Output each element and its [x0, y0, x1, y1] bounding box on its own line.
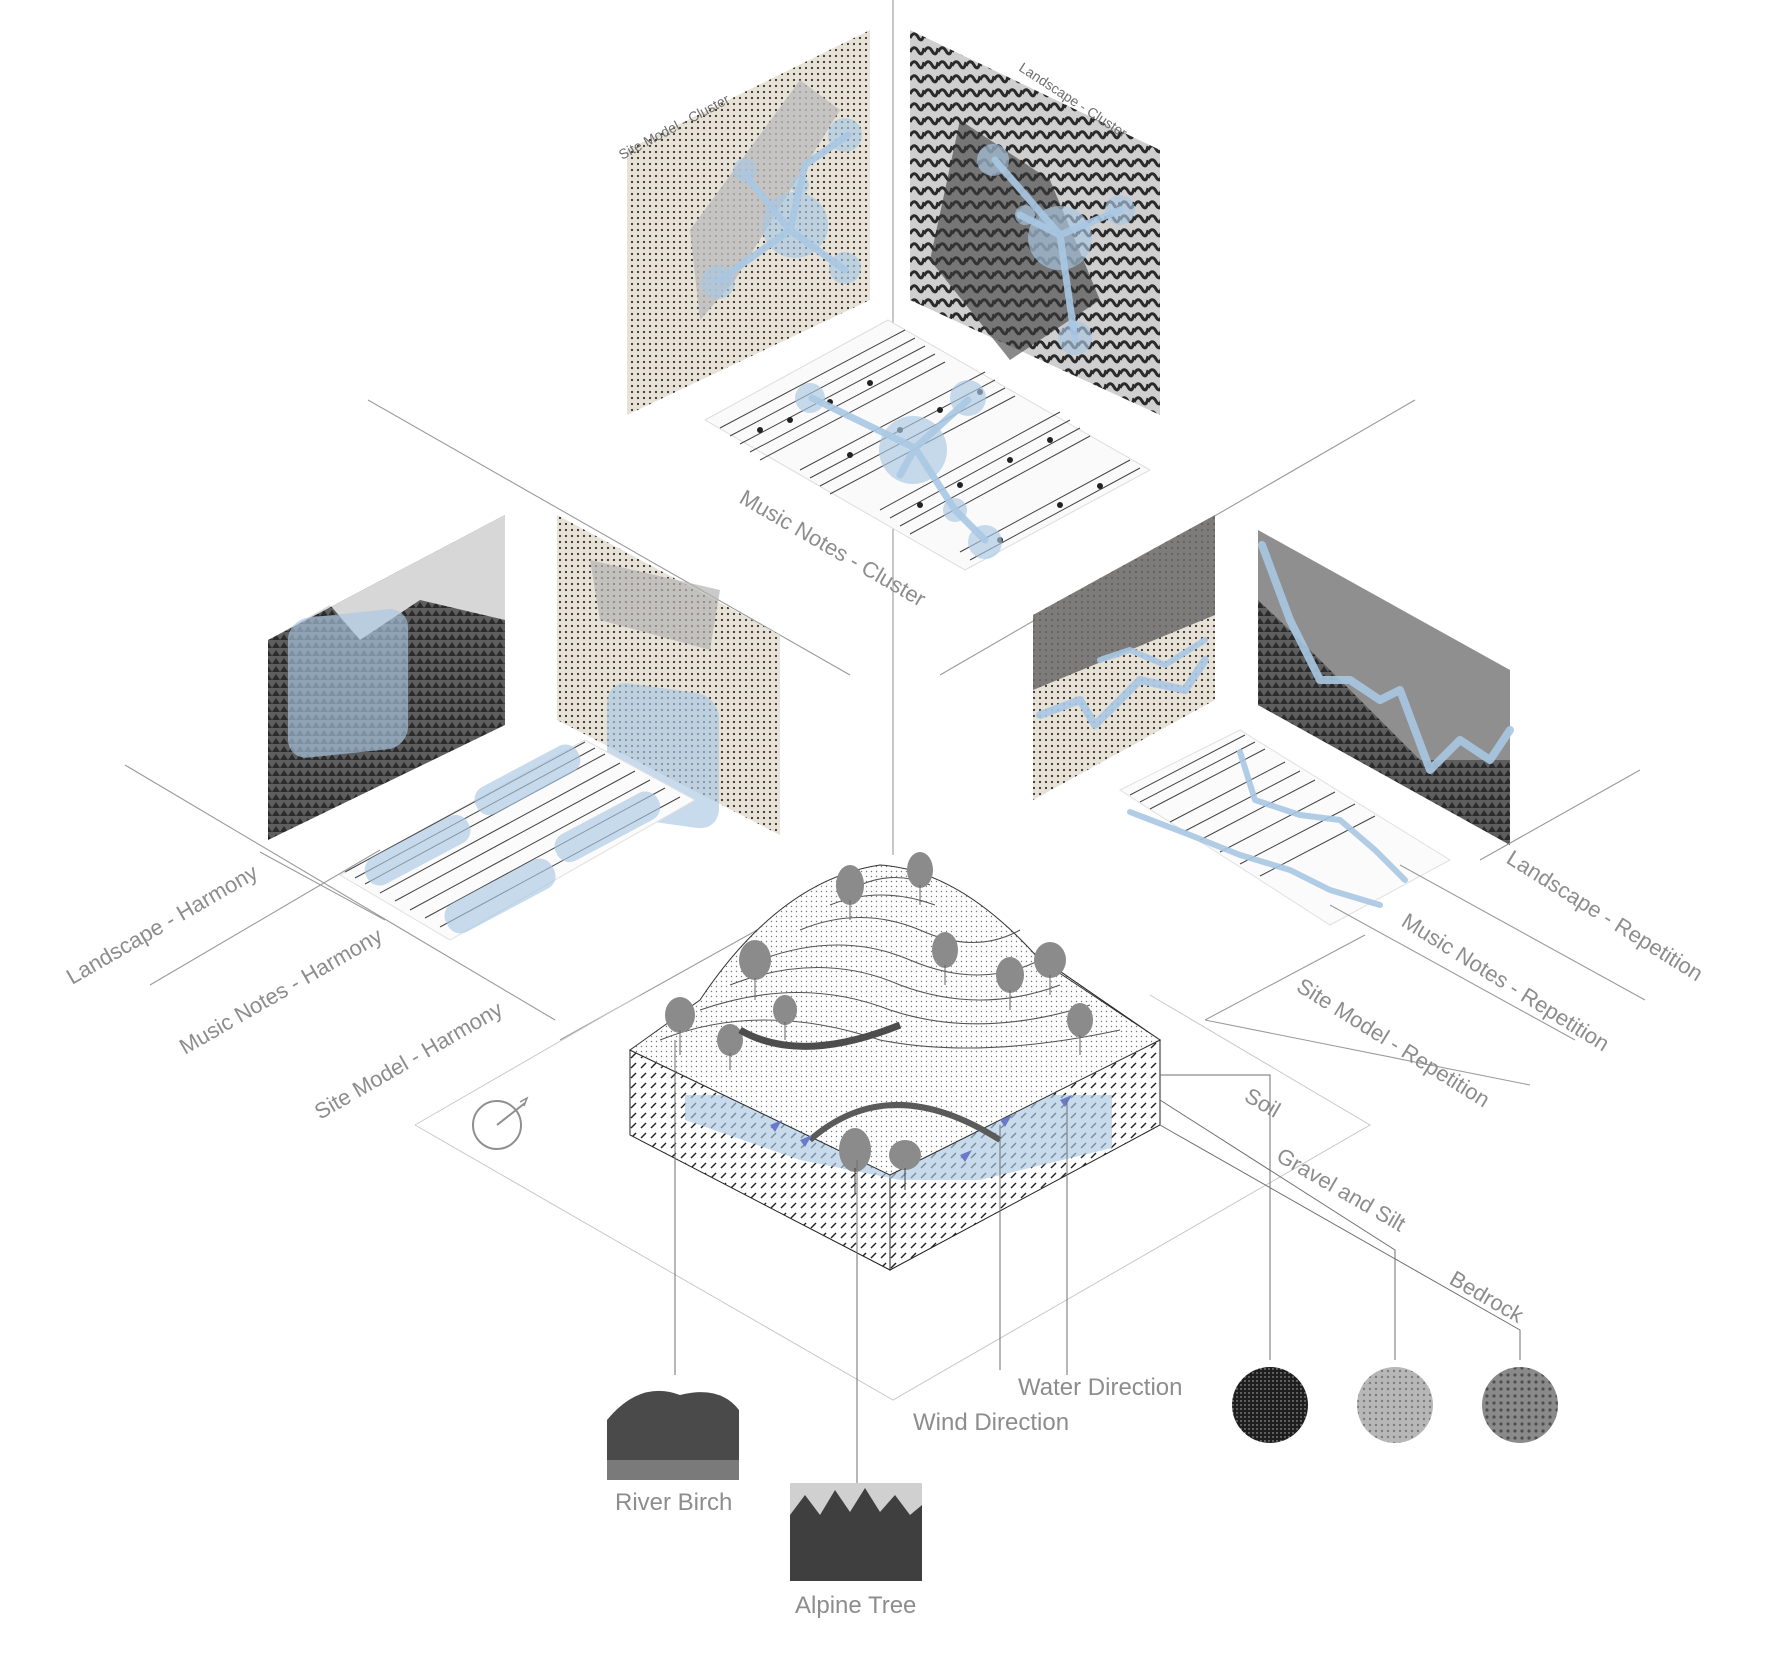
- label-wind-direction: Wind Direction: [913, 1409, 1069, 1436]
- alpine-tree-photo: [790, 1483, 922, 1581]
- bedrock-swatch: [1482, 1367, 1558, 1443]
- repetition-line-notes-2: [1127, 809, 1383, 908]
- cluster-diagram-music-notes: [795, 380, 1002, 559]
- harmony-highlight-notes-2: [474, 744, 581, 816]
- label-landscape-harmony: Landscape - Harmony: [62, 859, 262, 989]
- water-arrow: [808, 1102, 1002, 1143]
- label-site-model-repetition: Site Model - Repetition: [1292, 973, 1494, 1112]
- north-arrow-icon: [472, 1096, 529, 1150]
- harmony-highlight-notes-3: [444, 858, 556, 934]
- gravel-swatch: [1357, 1367, 1433, 1443]
- terrain-trees: [665, 852, 1093, 1195]
- label-soil: Soil: [1241, 1083, 1285, 1123]
- label-river-birch: River Birch: [615, 1489, 732, 1516]
- label-site-model-harmony: Site Model - Harmony: [310, 996, 507, 1124]
- panel-landscape-harmony: [268, 515, 505, 840]
- harmony-highlight-notes-4: [554, 791, 661, 863]
- label-music-notes-repetition: Music Notes - Repetition: [1397, 908, 1613, 1056]
- axis-upper-left: [367, 399, 851, 676]
- soil-swatch: [1232, 1367, 1308, 1443]
- harmony-highlight-notes-1: [364, 814, 471, 886]
- wind-arrow: [738, 1021, 902, 1050]
- panel-music-notes-repetition: [1118, 729, 1451, 926]
- repetition-line-site-model: [1036, 656, 1209, 729]
- panel-site-model-repetition: [1033, 515, 1215, 800]
- label-music-notes-harmony: Music Notes - Harmony: [175, 923, 387, 1060]
- cluster-diagram-site-model: [701, 118, 862, 299]
- panel-landscape-repetition: [1258, 530, 1514, 845]
- cluster-diagram-landscape: [977, 144, 1135, 355]
- label-alpine-tree: Alpine Tree: [795, 1592, 916, 1619]
- label-water-direction: Water Direction: [1018, 1374, 1182, 1401]
- terrain-block: [628, 852, 1161, 1271]
- water-direction-markers: [770, 1095, 1072, 1162]
- label-bedrock: Bedrock: [1446, 1266, 1529, 1329]
- panel-music-notes-harmony: [338, 739, 697, 941]
- repetition-line-notes-1: [1237, 749, 1408, 883]
- axis-lower-right: [1204, 934, 1366, 1021]
- panel-landscape-cluster: Landscape - Cluster: [910, 30, 1160, 415]
- leader-lines: [674, 1040, 1521, 1483]
- harmony-highlight-landscape: [288, 609, 408, 758]
- base-hexagon: [414, 994, 1371, 1401]
- repetition-line-landscape: [1258, 541, 1514, 774]
- river-birch-photo: [607, 1390, 739, 1480]
- label-landscape-repetition: Landscape - Repetition: [1502, 845, 1707, 986]
- label-gravel-and-silt: Gravel and Silt: [1273, 1143, 1410, 1237]
